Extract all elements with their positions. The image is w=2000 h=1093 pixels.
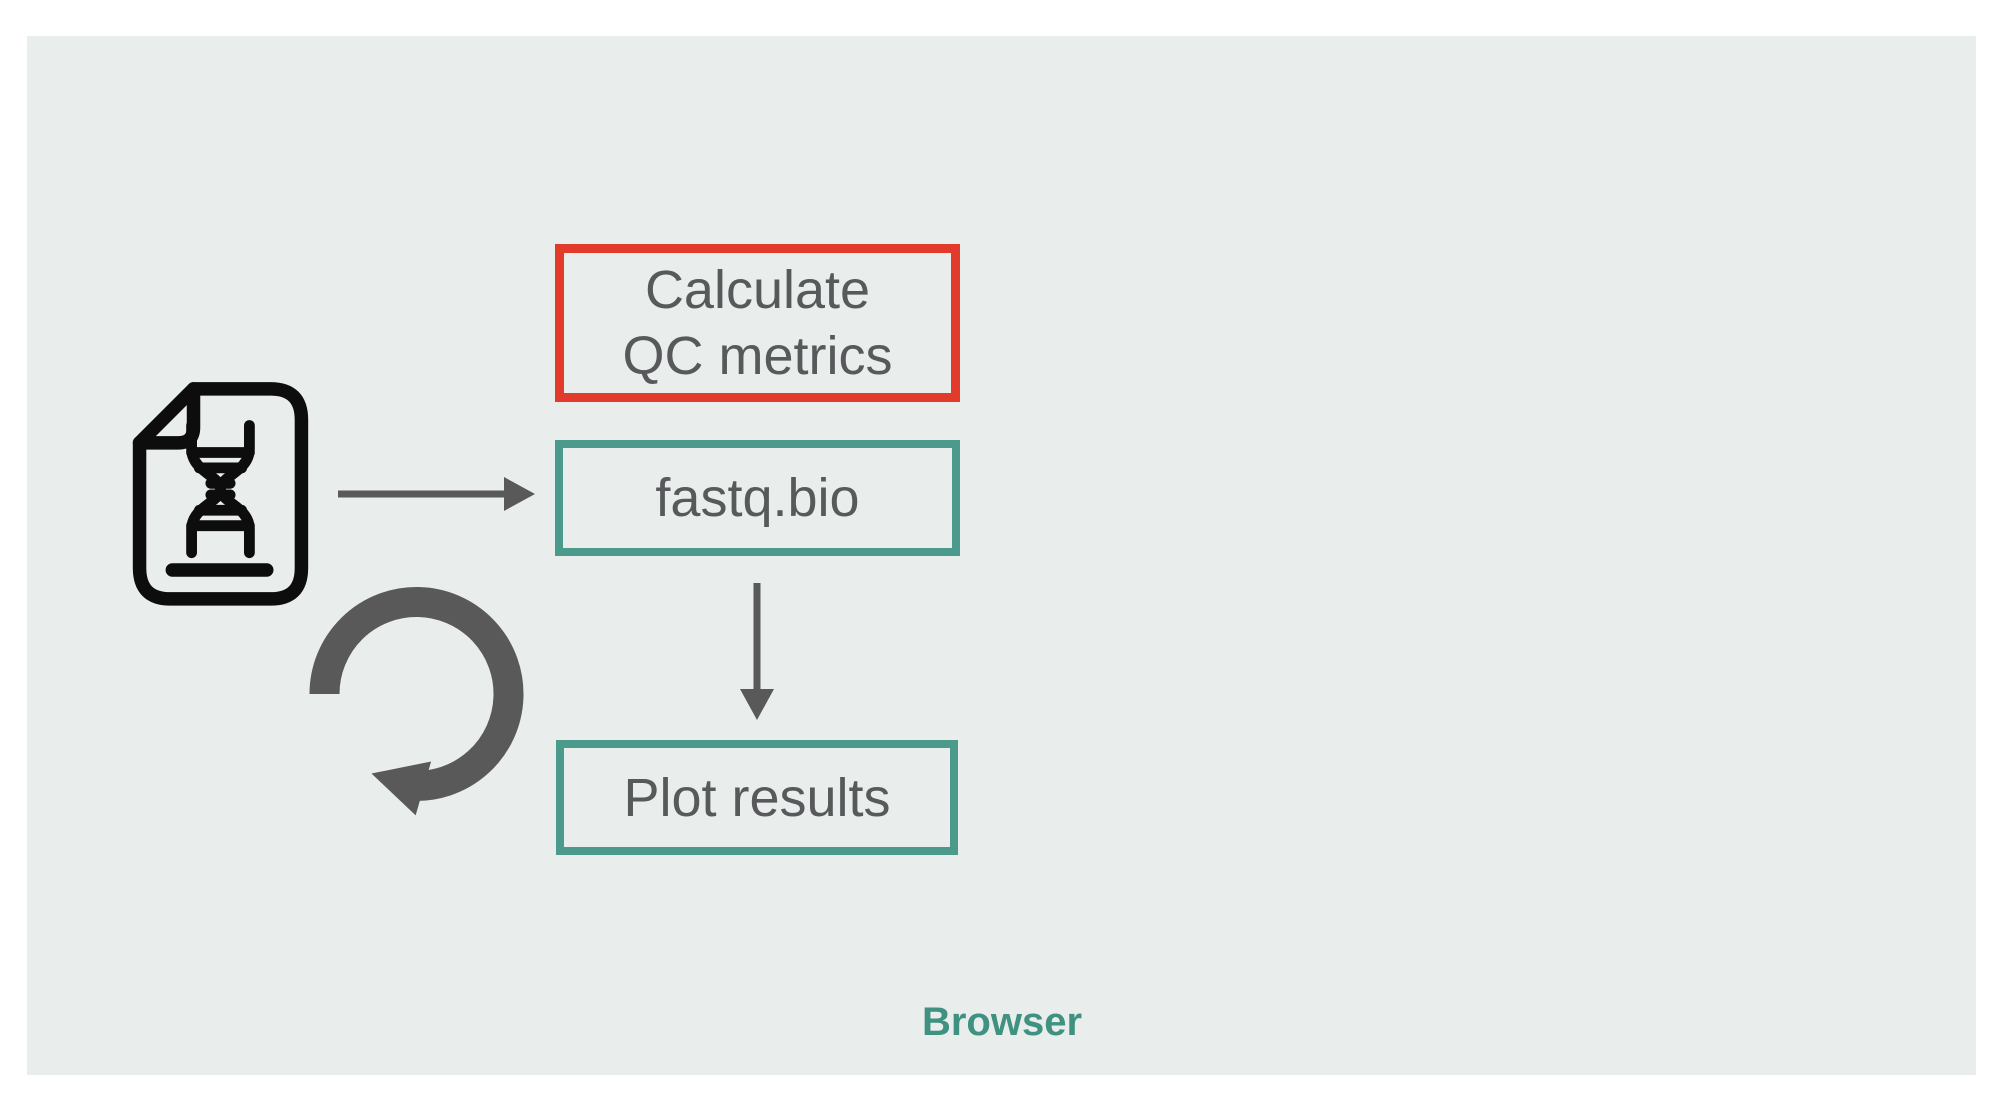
node-plot-results: Plot results [556,740,958,855]
arrow-fastq-to-plot-icon [740,583,774,720]
arrow-file-to-fastq-icon [338,477,535,511]
node-calculate-qc-metrics: Calculate QC metrics [555,244,960,402]
node-fastq-bio-label: fastq.bio [655,468,860,528]
browser-label: Browser [921,1000,1083,1044]
node-fastq-bio: fastq.bio [555,440,960,556]
slide-canvas: Calculate QC metrics fastq.bio Plot resu… [27,36,1976,1075]
node-plot-results-label: Plot results [623,767,891,828]
loop-arrow-icon [309,586,524,816]
node-calculate-qc-metrics-label: Calculate QC metrics [622,260,893,386]
dna-file-icon [132,382,309,606]
